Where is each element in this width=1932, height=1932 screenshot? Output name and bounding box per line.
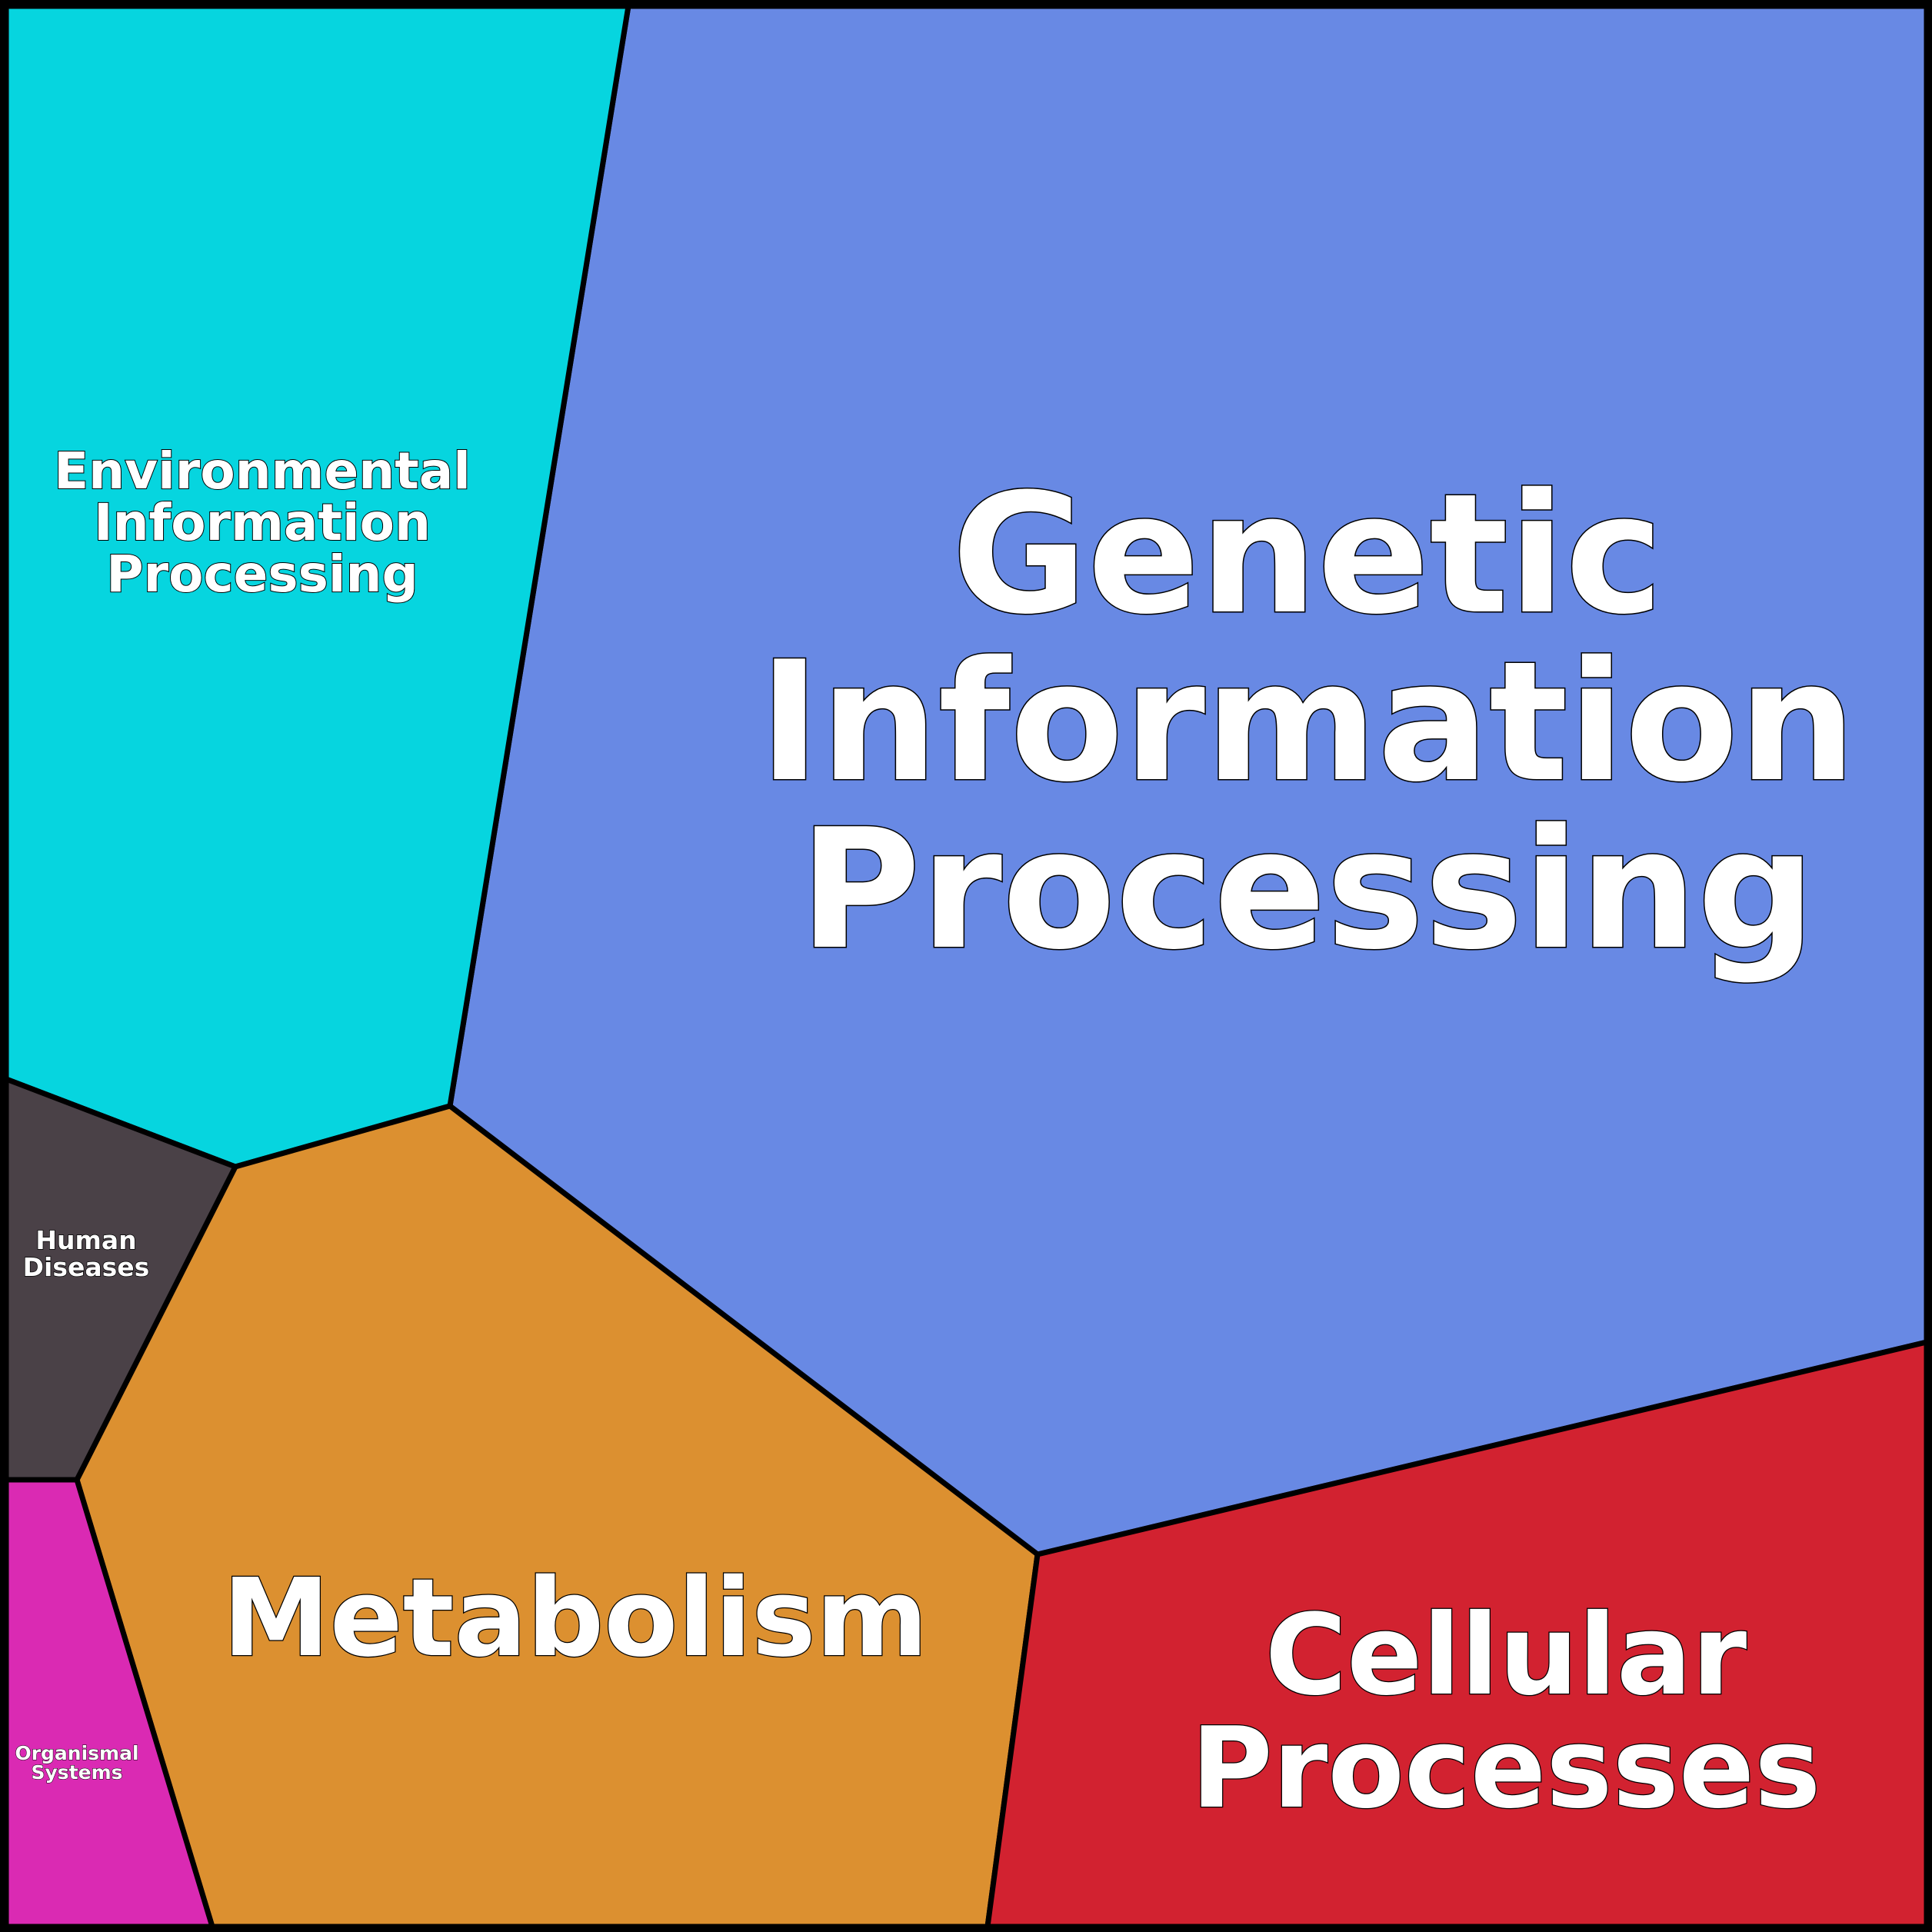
label-line: Systems <box>31 1761 122 1784</box>
label-line: Organismal <box>15 1742 138 1764</box>
label-line: Processes <box>1191 1704 1821 1834</box>
label-line: Diseases <box>23 1252 150 1282</box>
label-line: Metabolism <box>222 1556 928 1681</box>
label-line: Information <box>759 625 1857 818</box>
label-line: Information <box>94 493 431 552</box>
label-line: Processing <box>106 545 418 604</box>
label-metabolism: Metabolism <box>222 1556 928 1681</box>
label-line: Genetic <box>951 458 1663 651</box>
label-line: Environmental <box>54 441 471 501</box>
label-line: Cellular <box>1265 1591 1747 1720</box>
label-line: Processing <box>799 793 1815 986</box>
label-line: Human <box>35 1225 136 1255</box>
